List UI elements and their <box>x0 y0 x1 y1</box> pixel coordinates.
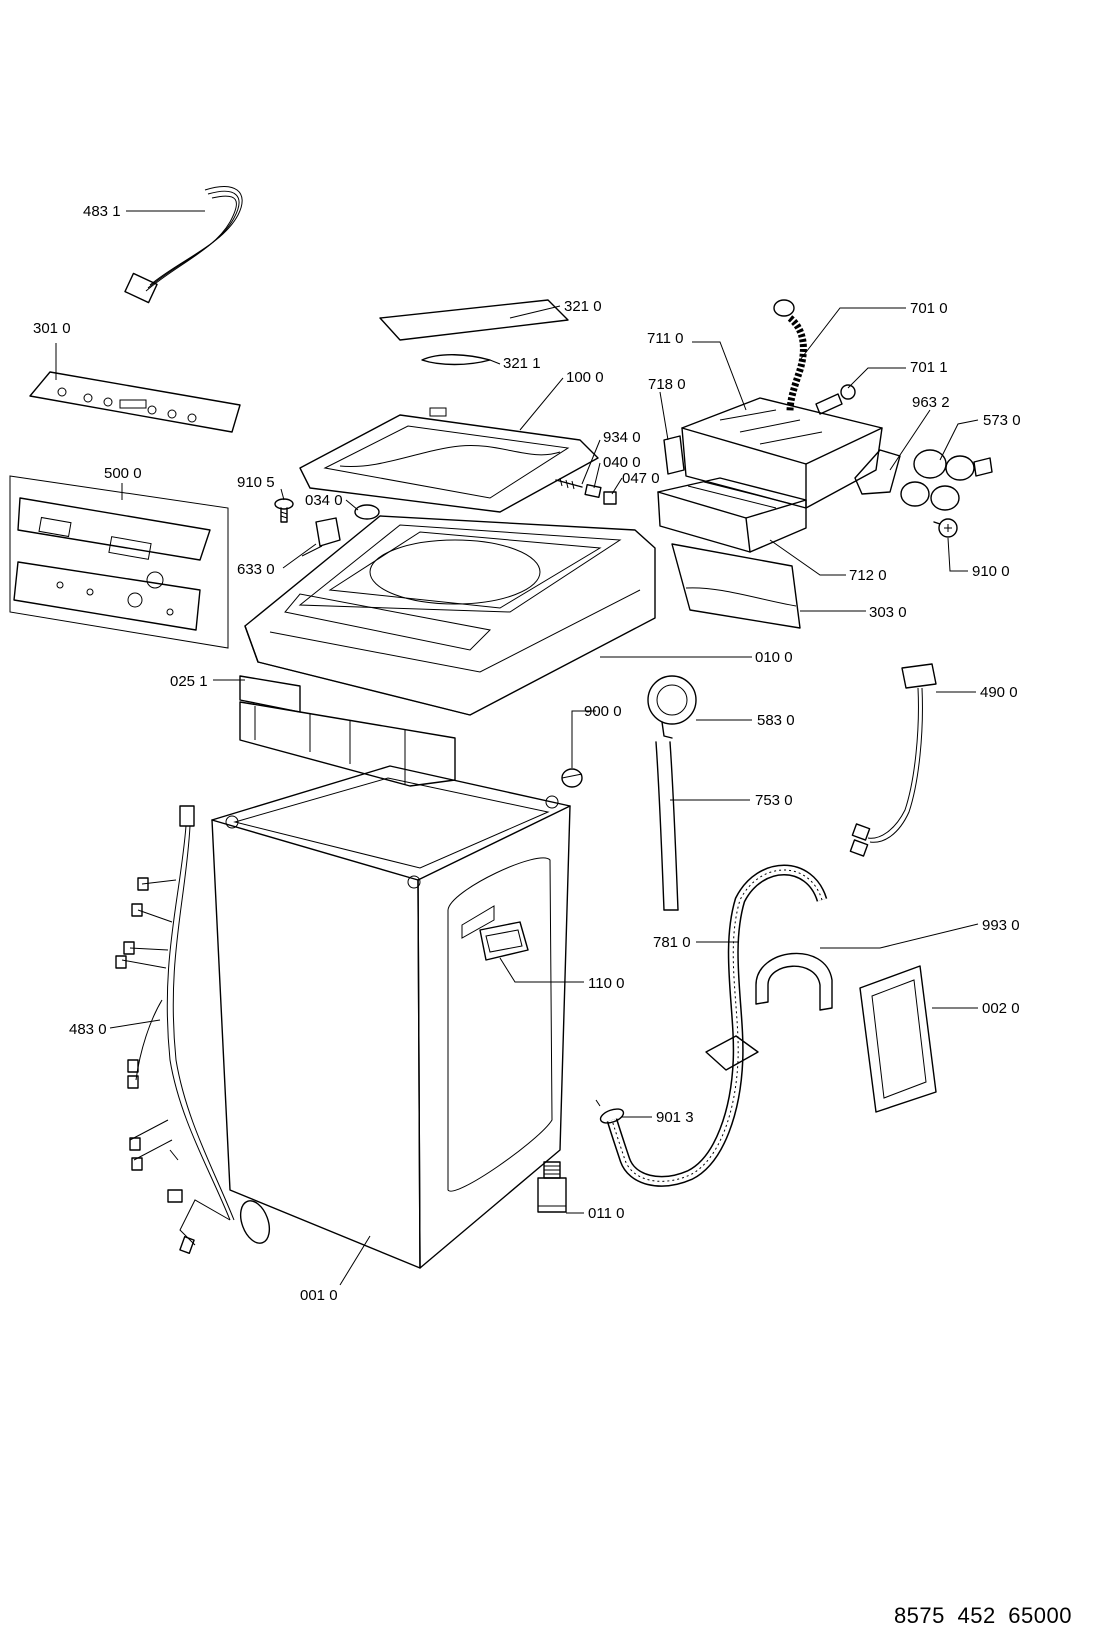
part-hose-701-0-drawing <box>773 299 807 413</box>
part-panel-301-0-drawing <box>29 371 241 433</box>
part-screw-910-0-drawing <box>933 518 958 538</box>
label-harness-490-0: 490 0 <box>980 684 1018 701</box>
part-strip-321-1-drawing <box>421 354 491 366</box>
part-screw-910-5-drawing <box>274 498 294 523</box>
part-top-010-0-drawing <box>244 515 656 716</box>
part-duct-025-1-drawing <box>239 675 456 787</box>
label-bracket-718-0: 718 0 <box>648 376 686 393</box>
part-plate-002-0-drawing <box>859 965 937 1113</box>
part-bracket-718-0-drawing <box>663 435 685 475</box>
label-support-993-0: 993 0 <box>982 917 1020 934</box>
label-cap-034-0: 034 0 <box>305 492 343 509</box>
label-clip-047-0: 047 0 <box>622 470 660 487</box>
label-strip-321-1: 321 1 <box>503 355 541 372</box>
part-harness-490-0-drawing <box>849 663 937 857</box>
label-screw-910-5: 910 5 <box>237 474 275 491</box>
label-hose-701-0: 701 0 <box>910 300 948 317</box>
label-panel-301-0: 301 0 <box>33 320 71 337</box>
part-pressure-583-0-drawing <box>647 675 697 739</box>
part-cap-034-0-drawing <box>354 504 380 520</box>
part-pin-934-0-drawing <box>555 477 583 490</box>
label-seal-701-1: 701 1 <box>910 359 948 376</box>
part-switch-633-0-drawing <box>301 517 341 557</box>
label-tube-753-0: 753 0 <box>755 792 793 809</box>
part-wire-483-1-drawing <box>124 185 243 304</box>
label-pin-934-0: 934 0 <box>603 429 641 446</box>
label-top-010-0: 010 0 <box>755 649 793 666</box>
part-clamp-901-3-drawing <box>595 1099 625 1124</box>
label-valve-bracket-963-2: 963 2 <box>912 394 950 411</box>
part-harness-483-0-drawing <box>115 805 271 1254</box>
label-clamp-901-3: 901 3 <box>656 1109 694 1126</box>
part-cover-711-0-drawing <box>681 397 883 509</box>
part-labels: 483 1 301 0 321 0 321 1 100 0 500 0 910 … <box>33 203 1021 1304</box>
part-valve-bracket-963-2-drawing <box>854 449 901 495</box>
label-clip-900-0: 900 0 <box>584 703 622 720</box>
part-lid-100-0-drawing <box>299 407 599 513</box>
leader-lines <box>55 210 979 1286</box>
label-hose-781-0: 781 0 <box>653 934 691 951</box>
part-board-500-0-drawing <box>9 475 229 649</box>
label-wire-483-1: 483 1 <box>83 203 121 220</box>
part-clip-047-0-drawing <box>603 491 617 505</box>
part-valve-573-0-drawing <box>900 449 993 511</box>
part-foot-011-0-drawing <box>537 1161 567 1213</box>
part-nut-040-0-drawing <box>584 483 602 499</box>
label-pressure-583-0: 583 0 <box>757 712 795 729</box>
part-handle-110-0-drawing <box>479 921 529 961</box>
label-plate-002-0: 002 0 <box>982 1000 1020 1017</box>
part-tube-753-0-drawing <box>655 741 679 911</box>
label-nut-040-0: 040 0 <box>603 454 641 471</box>
label-valve-573-0: 573 0 <box>983 412 1021 429</box>
label-cabinet-001-0: 001 0 <box>300 1287 338 1304</box>
label-switch-633-0: 633 0 <box>237 561 275 578</box>
part-hose-781-0-drawing <box>606 864 828 1187</box>
document-code: 8575 452 65000 <box>893 1603 1072 1628</box>
part-sheet-321-0-drawing <box>379 299 569 341</box>
label-harness-483-0: 483 0 <box>69 1021 107 1038</box>
label-handle-110-0: 110 0 <box>588 975 624 992</box>
label-screw-910-0: 910 0 <box>972 563 1010 580</box>
part-cabinet-001-0-drawing <box>211 765 571 1269</box>
part-dispenser-712-0-drawing <box>657 477 807 553</box>
label-foot-011-0: 011 0 <box>588 1205 624 1222</box>
label-drawer-303-0: 303 0 <box>869 604 907 621</box>
label-dispenser-712-0: 712 0 <box>849 567 887 584</box>
label-lid-100-0: 100 0 <box>566 369 604 386</box>
part-support-993-0-drawing <box>755 952 833 1011</box>
part-seal-701-1-drawing <box>815 384 856 415</box>
label-board-500-0: 500 0 <box>104 465 142 482</box>
label-sheet-321-0: 321 0 <box>564 298 602 315</box>
label-cover-711-0: 711 0 <box>647 330 683 347</box>
label-duct-025-1: 025 1 <box>170 673 208 690</box>
part-drawer-303-0-drawing <box>671 543 801 629</box>
part-clip-900-0-drawing <box>561 768 583 788</box>
